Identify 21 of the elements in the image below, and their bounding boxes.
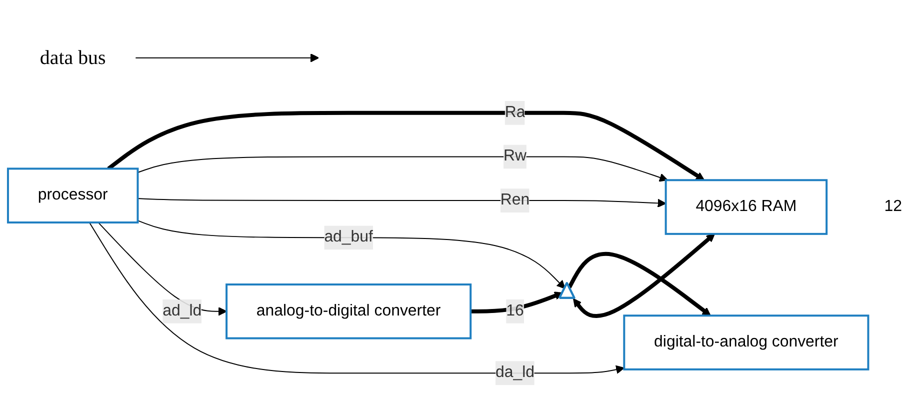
edge-label: da_ld xyxy=(496,364,535,382)
node-box: processor xyxy=(6,168,139,224)
node-box: 4096x16 RAM xyxy=(664,179,828,235)
node-box: analog-to-digital converter xyxy=(226,283,472,340)
arrow xyxy=(137,156,668,182)
edge-label: Rw xyxy=(504,148,527,165)
arrow xyxy=(568,252,711,316)
arrow xyxy=(470,292,564,314)
edge-label: Ren xyxy=(500,192,530,208)
edge-label: ad_ld xyxy=(162,302,202,320)
arrow xyxy=(137,198,666,208)
edge-label: Ra xyxy=(504,104,526,121)
edge-label: 16 xyxy=(506,302,524,320)
bus-width-label: 12 xyxy=(884,198,902,216)
arrow xyxy=(573,234,716,318)
node-text: data bus xyxy=(40,46,106,69)
leader-line xyxy=(135,53,320,62)
edge-label: ad_buf xyxy=(324,228,373,246)
arrow xyxy=(107,110,705,180)
node-box: digital-to-analog converter xyxy=(623,314,870,370)
arrow xyxy=(88,222,625,374)
